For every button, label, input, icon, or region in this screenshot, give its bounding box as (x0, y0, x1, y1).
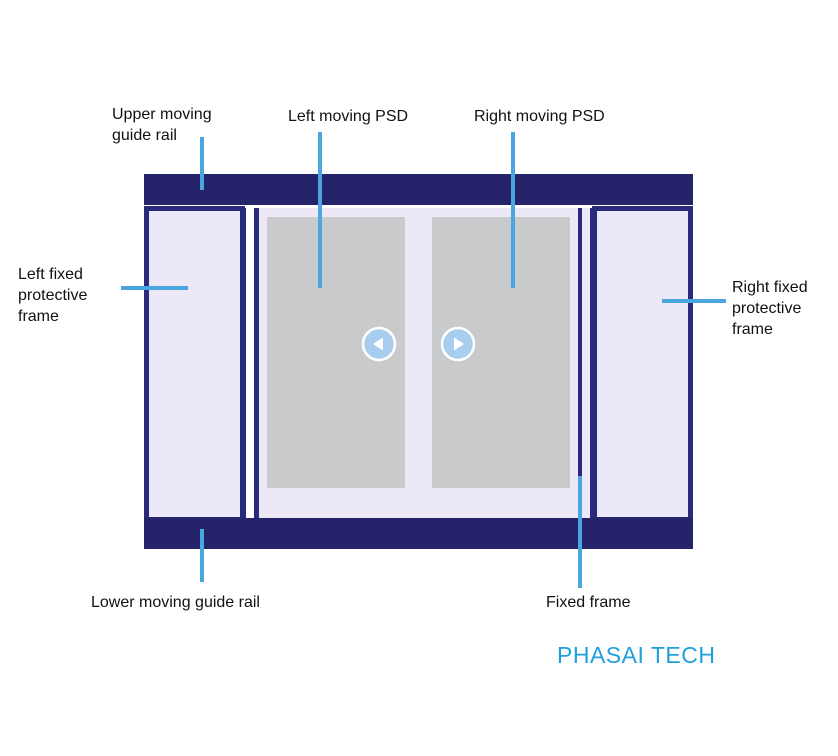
brand-name: PHASAI TECH (557, 642, 716, 668)
left-post (241, 208, 246, 520)
lower-guide-rail (144, 518, 693, 549)
label-right-moving-psd: Right moving PSD (474, 106, 605, 127)
label-upper-moving-guide-rail: Upper moving guide rail (112, 104, 212, 146)
label-left-moving-psd: Left moving PSD (288, 106, 408, 127)
label-line: Right fixed (732, 279, 808, 296)
label-right-fixed-protective-frame: Right fixed protective frame (732, 277, 808, 340)
label-line: Right moving PSD (474, 108, 605, 125)
label-line: Left fixed (18, 266, 83, 283)
upper-guide-rail (144, 174, 693, 205)
label-left-fixed-protective-frame: Left fixed protective frame (18, 264, 87, 327)
label-line: Upper moving (112, 106, 212, 123)
label-line: guide rail (112, 127, 177, 144)
label-line: Fixed frame (546, 594, 631, 611)
label-line: protective (18, 287, 88, 304)
label-line: frame (18, 308, 59, 325)
label-line: Left moving PSD (288, 108, 409, 125)
right-post (578, 208, 582, 520)
left-post-inner (254, 208, 259, 520)
label-line: protective (732, 300, 802, 317)
left-fixed-frame (144, 206, 245, 522)
label-line: Lower moving guide rail (91, 594, 260, 611)
arrow-left-icon (361, 326, 397, 362)
label-line: frame (732, 321, 773, 338)
label-lower-moving-guide-rail: Lower moving guide rail (91, 592, 260, 613)
label-fixed-frame: Fixed frame (546, 592, 630, 613)
arrow-right-icon (440, 326, 476, 362)
right-fixed-frame (592, 206, 693, 522)
